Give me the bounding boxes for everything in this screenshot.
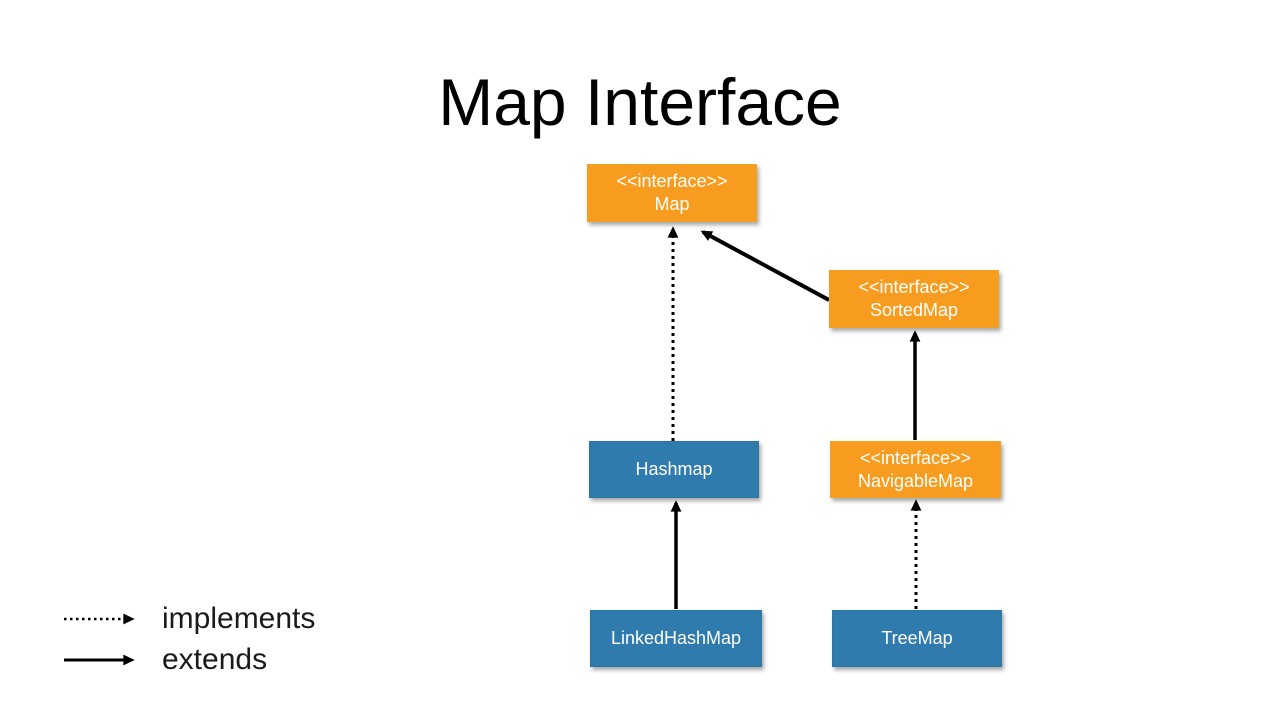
legend: implements extends (62, 598, 315, 680)
dotted-arrow-icon (64, 613, 135, 624)
node-stereotype: <<interface>> (858, 277, 970, 297)
node-label: TreeMap (881, 628, 953, 648)
node-stereotype: <<interface>> (616, 171, 728, 191)
node-sortedmap-interface: <<interface>> SortedMap (829, 270, 999, 328)
node-linkedhashmap-class: LinkedHashMap (590, 610, 762, 667)
node-label: Map (654, 194, 690, 214)
legend-row-extends: extends (62, 639, 315, 680)
node-label: LinkedHashMap (610, 628, 742, 648)
legend-label-implements: implements (162, 601, 316, 635)
node-treemap-class: TreeMap (832, 610, 1002, 667)
edge-sortedmap-extends-map (700, 230, 830, 302)
node-label: Hashmap (635, 459, 713, 479)
solid-arrow-icon (64, 654, 135, 665)
node-map-interface: <<interface>> Map (587, 164, 757, 222)
node-hashmap-class: Hashmap (589, 441, 759, 498)
legend-label-extends: extends (162, 642, 268, 676)
page-title: Map Interface (438, 65, 842, 139)
legend-row-implements: implements (62, 598, 315, 639)
node-label: SortedMap (869, 300, 959, 320)
node-stereotype: <<interface>> (859, 447, 972, 468)
node-label: NavigableMap (857, 470, 974, 491)
node-navigablemap-interface: <<interface>> NavigableMap (830, 441, 1001, 498)
